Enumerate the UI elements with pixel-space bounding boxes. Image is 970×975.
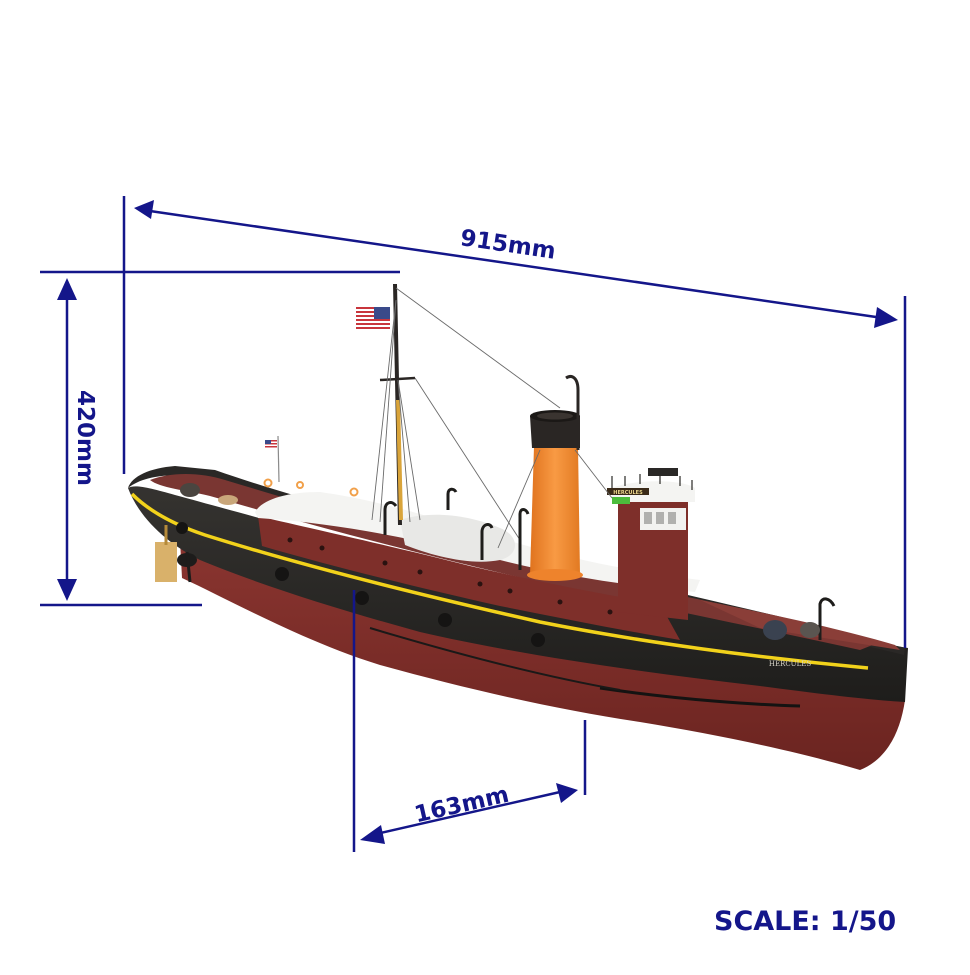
flag-icon bbox=[356, 307, 390, 329]
hull-name: HERCULES bbox=[769, 660, 811, 668]
stern-flag-icon bbox=[265, 440, 277, 448]
length-dimension-arrow bbox=[134, 200, 898, 328]
beam-dimension-arrow bbox=[360, 783, 578, 844]
scale-label: SCALE: 1/50 bbox=[714, 906, 897, 937]
funnel bbox=[530, 446, 580, 575]
tugboat-model: HERCULES bbox=[128, 283, 908, 770]
rudder bbox=[155, 542, 177, 582]
svg-text:HERCULES: HERCULES bbox=[613, 490, 643, 496]
height-dimension-arrow bbox=[57, 278, 77, 601]
fenders bbox=[176, 522, 545, 647]
height-label: 420mm bbox=[72, 390, 98, 486]
bridge-nameboard bbox=[607, 488, 649, 495]
funnel-top bbox=[530, 416, 580, 448]
portholes bbox=[287, 537, 613, 615]
deckhouse bbox=[258, 516, 680, 640]
dimension-annotations bbox=[40, 196, 907, 852]
beam-label: 163mm bbox=[412, 782, 511, 829]
